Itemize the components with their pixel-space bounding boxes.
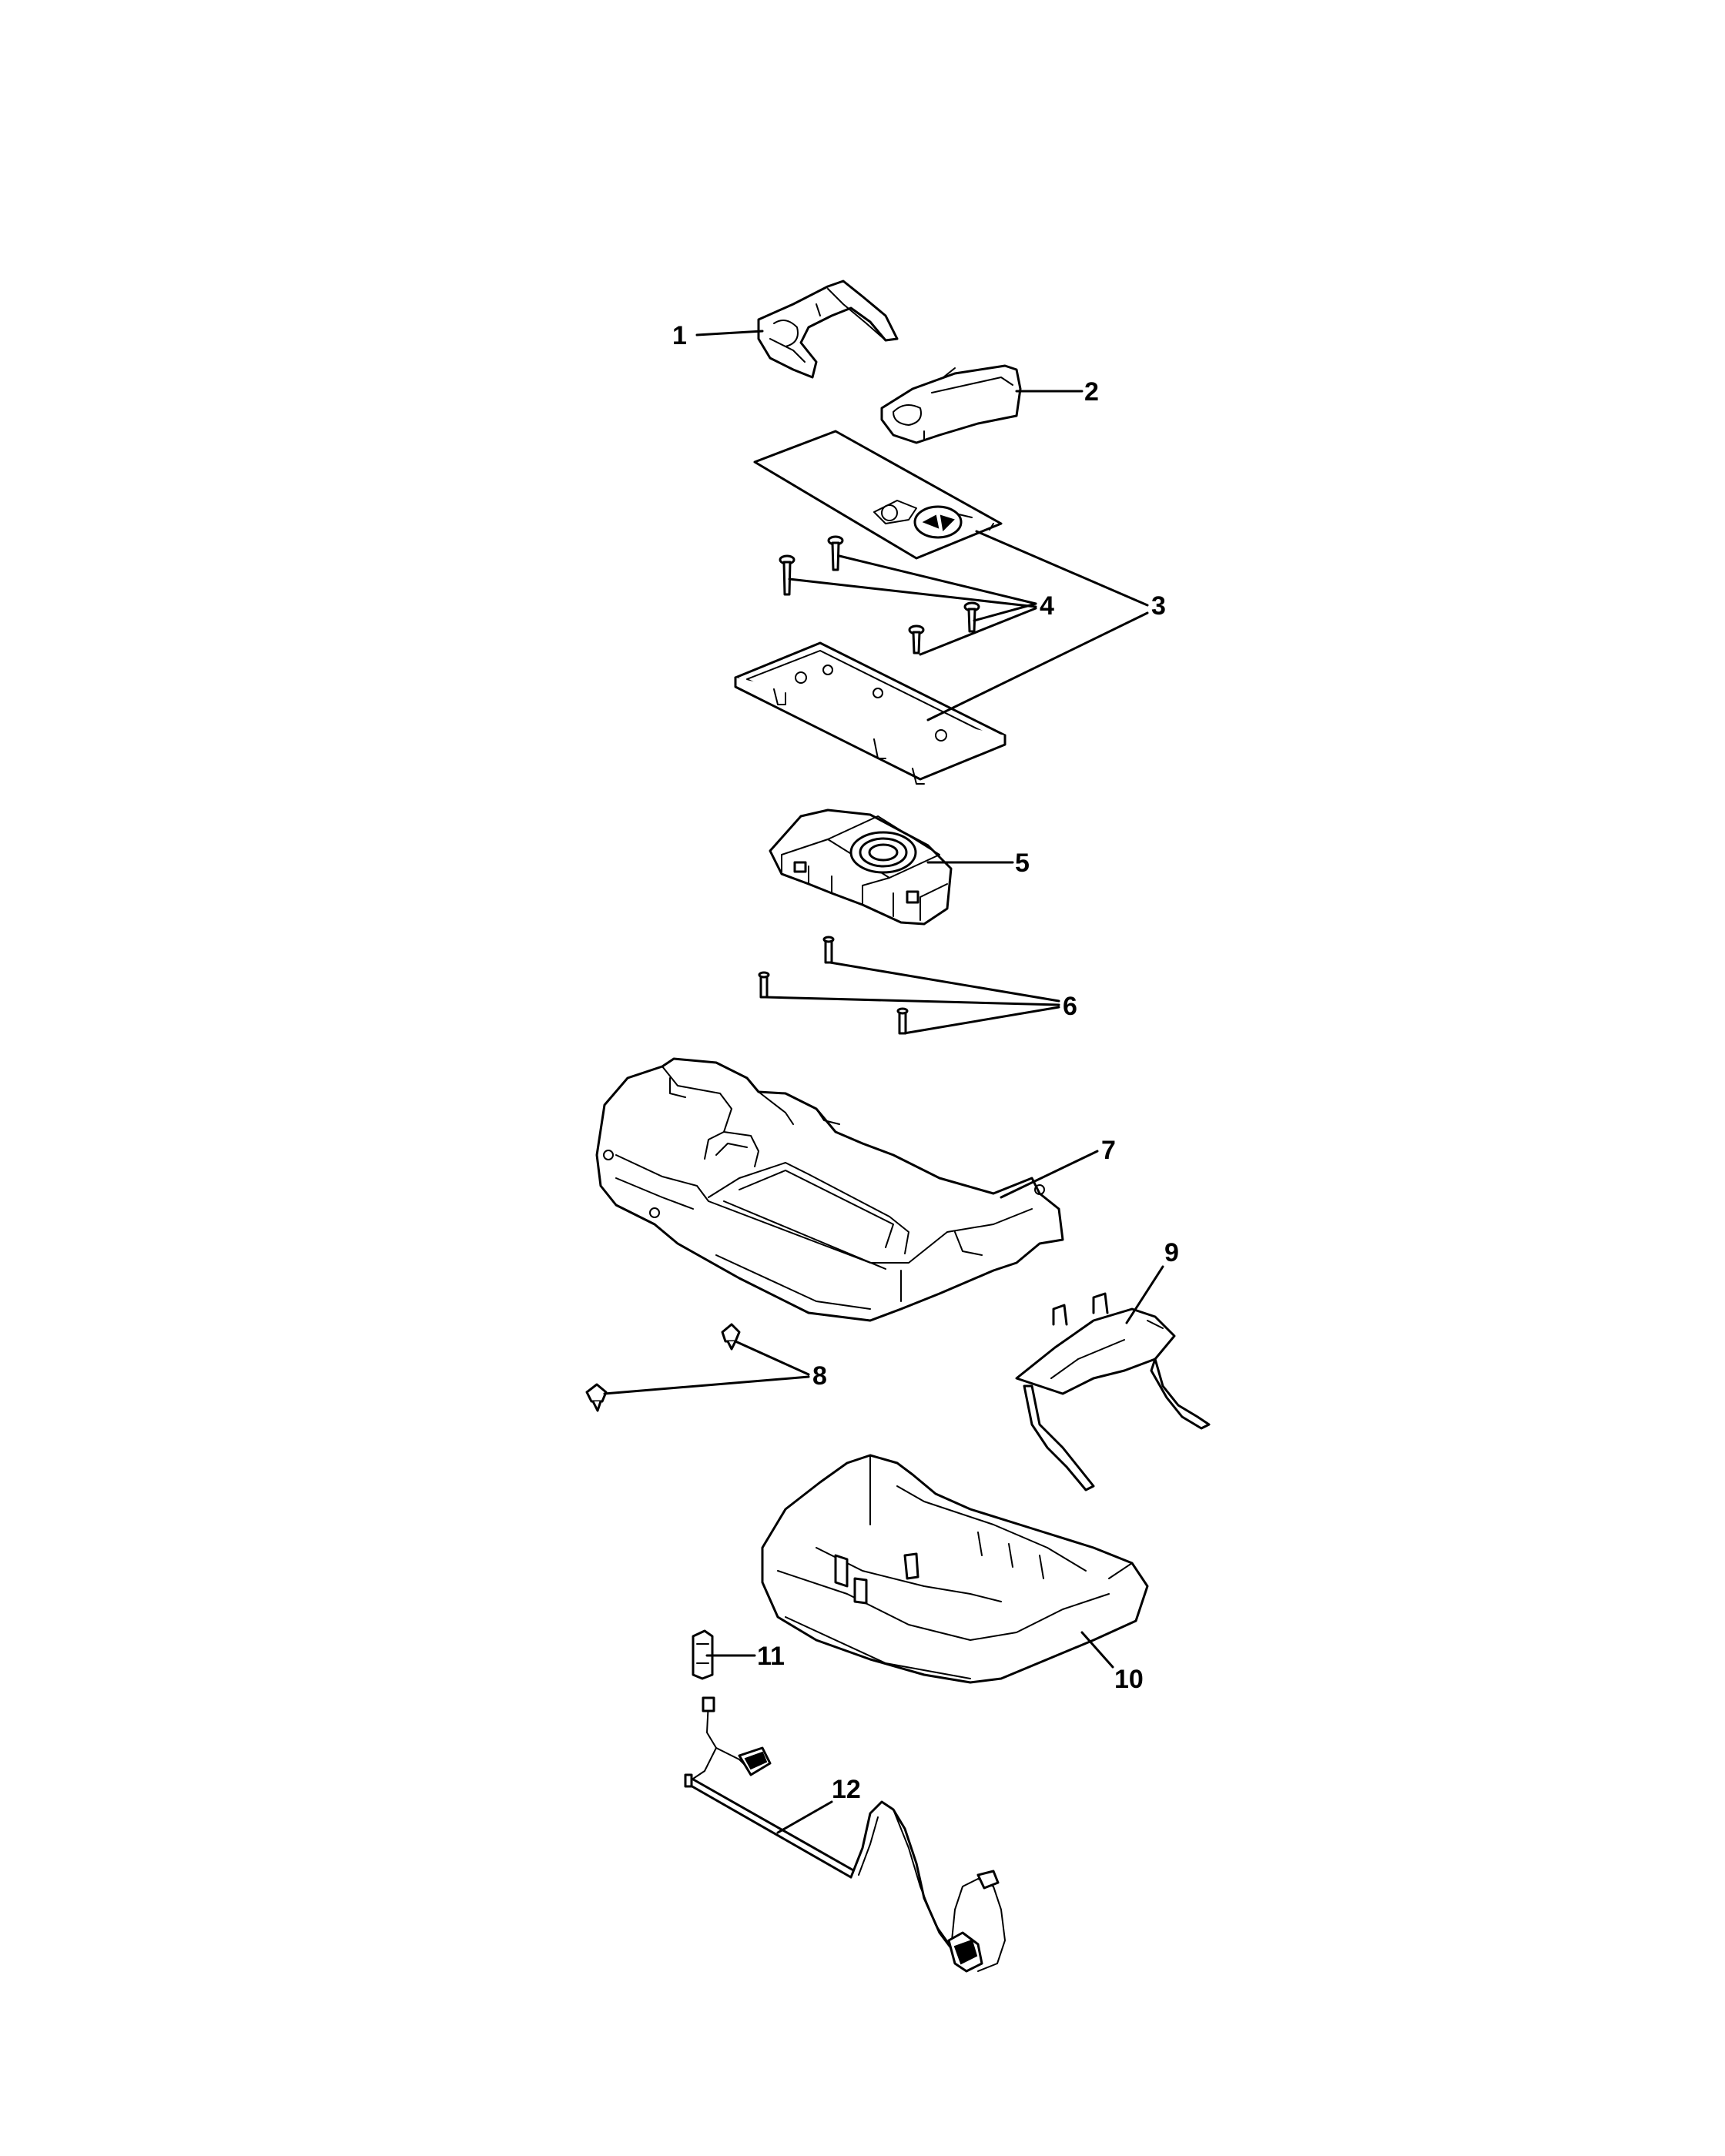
leader-1	[695, 330, 764, 336]
callout-6: 6	[1063, 992, 1077, 1021]
leader-7	[1000, 1150, 1099, 1199]
leader-12	[776, 1800, 833, 1834]
screw-3	[963, 601, 980, 633]
leader-8a	[734, 1340, 810, 1376]
part-2-upper-trim	[880, 364, 1022, 444]
part-1-cupholder-bracket	[757, 280, 899, 379]
leader-lines	[603, 330, 1164, 1834]
part-7-console-housing	[595, 1057, 1064, 1322]
leader-4d	[919, 607, 1037, 656]
part-12-wiring-harness	[684, 1696, 1006, 1973]
leader-3a	[975, 530, 1149, 607]
part-5-charger-module	[769, 808, 953, 926]
callout-12: 12	[832, 1775, 861, 1804]
leader-6b	[764, 996, 1060, 1006]
callout-9: 9	[1164, 1238, 1179, 1267]
screw-4	[908, 624, 925, 654]
part-10-lower-bin	[761, 1454, 1149, 1684]
leader-4a	[838, 554, 1037, 605]
part-6-clips	[758, 936, 909, 1035]
callout-8: 8	[812, 1361, 827, 1391]
part-11-connector	[692, 1629, 714, 1680]
leader-6a	[829, 961, 1060, 1003]
leader-4c	[973, 602, 1037, 622]
leader-10	[1080, 1631, 1114, 1669]
callout-3: 3	[1151, 591, 1166, 621]
leader-6c	[903, 1006, 1060, 1035]
screw-2	[779, 554, 796, 596]
part-9-bracket	[1015, 1292, 1211, 1491]
leader-8b	[603, 1375, 810, 1395]
part-8-push-pins	[585, 1323, 741, 1412]
callout-labels: 1 2 3 4 5 6 7 8 9 10 11 12	[672, 321, 1179, 1804]
part-3-decal-mat	[753, 430, 1003, 560]
leader-9	[1125, 1265, 1164, 1324]
screw-1	[827, 535, 844, 571]
leader-3b	[926, 611, 1149, 721]
callout-11: 11	[757, 1642, 785, 1671]
callout-10: 10	[1114, 1665, 1144, 1694]
callout-7: 7	[1101, 1136, 1116, 1165]
callout-4: 4	[1040, 591, 1054, 621]
part-3-tray-plate	[734, 641, 1007, 785]
part-4-screws	[779, 535, 980, 654]
leader-4b	[788, 578, 1037, 608]
callout-2: 2	[1084, 377, 1099, 407]
callout-1: 1	[672, 321, 687, 350]
callout-5: 5	[1015, 849, 1030, 878]
